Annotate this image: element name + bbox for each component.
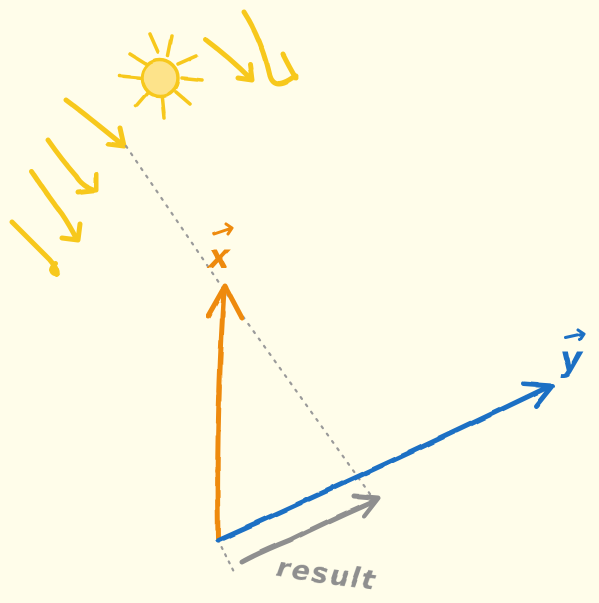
vector-x-label-arrow: [212, 222, 235, 236]
vector-y-label-text: y: [560, 339, 584, 379]
vector-x-label: x: [206, 222, 235, 277]
vector-x-label-text: x: [206, 237, 231, 277]
light-ray-arrow-icon: [9, 219, 60, 277]
result-vector-arrow: [239, 493, 381, 565]
light-ray-arrow-icon: [203, 37, 255, 83]
light-ray-arrow-icon: [241, 9, 299, 87]
light-ray-arrow-icon: [45, 137, 99, 195]
vector-y-label-arrow: [564, 328, 587, 342]
light-ray-arrow-icon: [63, 97, 127, 149]
light-ray-arrow-icon: [29, 169, 83, 243]
vector-y-arrow: [215, 381, 555, 543]
result-label: result: [274, 552, 378, 597]
vector-y-label: y: [560, 328, 587, 379]
vector-x-arrow: [205, 283, 245, 541]
projection-line: [124, 144, 372, 496]
sun-icon: [118, 32, 204, 120]
projection-base-line: [216, 538, 236, 574]
